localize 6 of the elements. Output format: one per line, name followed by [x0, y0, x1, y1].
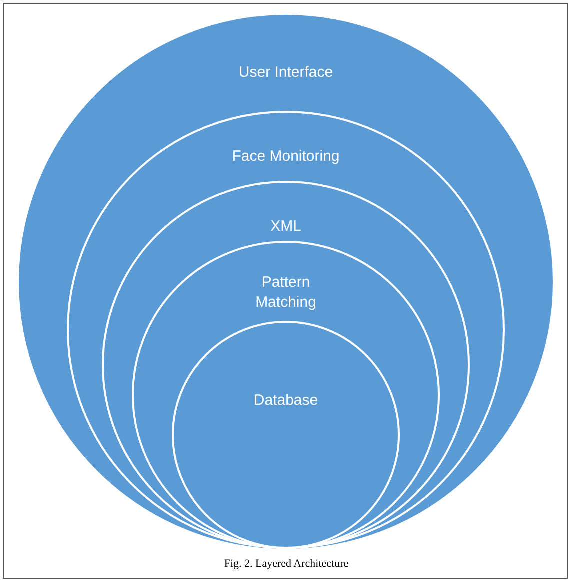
layer-label: XML — [270, 217, 302, 237]
layer-label: User Interface — [238, 63, 334, 83]
layer-label: Database — [252, 391, 320, 411]
layer-label: Pattern Matching — [254, 273, 318, 313]
figure-caption: Fig. 2. Layered Architecture — [223, 558, 350, 570]
layer-label: Face Monitoring — [231, 147, 341, 167]
